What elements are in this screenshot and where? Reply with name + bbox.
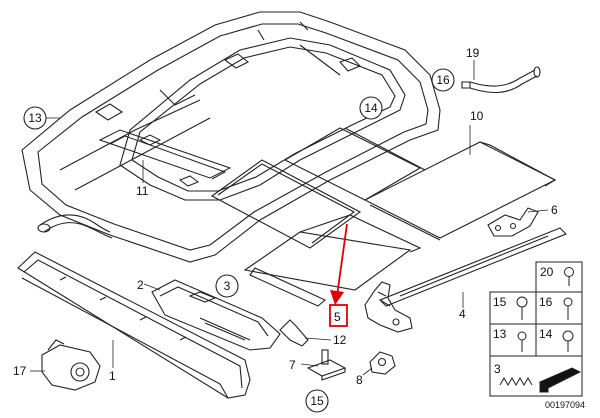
part-12 xyxy=(279,319,309,347)
callout-1: 1 xyxy=(109,369,116,383)
callout-15-circled: 15 xyxy=(310,394,324,408)
drain-hose xyxy=(37,214,113,239)
callout-2: 2 xyxy=(137,278,144,292)
deflector-1 xyxy=(17,251,251,399)
callout-8: 8 xyxy=(356,373,363,387)
leader-lines xyxy=(30,60,549,376)
callout-4: 4 xyxy=(459,307,466,321)
rail-11 xyxy=(98,129,232,187)
hardware-grid xyxy=(489,261,583,397)
mechanism-5 xyxy=(364,281,413,333)
panel-14 xyxy=(210,159,362,249)
part-8 xyxy=(369,351,396,375)
callouts: 10 6 4 5 2 12 7 8 1 17 11 19 13 14 16 3 … xyxy=(13,46,558,413)
panel-10 xyxy=(283,127,557,241)
hw-20: 20 xyxy=(540,265,554,279)
callout-17: 17 xyxy=(13,364,27,378)
callout-6: 6 xyxy=(551,203,558,217)
hw-13: 13 xyxy=(493,327,507,341)
roof-frame xyxy=(21,11,441,263)
callout-10: 10 xyxy=(470,109,484,123)
hw-14: 14 xyxy=(539,327,553,341)
hardware-grid-labels: 20 15 16 13 14 3 xyxy=(493,265,554,376)
bracket-assembly-2-3 xyxy=(151,279,281,351)
hw-16: 16 xyxy=(539,295,553,309)
motor-17 xyxy=(41,339,101,391)
callout-5: 5 xyxy=(334,310,341,324)
cable-4 xyxy=(379,227,567,307)
callout-3-circled: 3 xyxy=(224,279,231,293)
callout-12: 12 xyxy=(333,333,347,347)
highlight-box-5 xyxy=(329,304,348,327)
hose-19 xyxy=(461,66,541,93)
part-7 xyxy=(306,349,347,381)
callout-19: 19 xyxy=(466,46,480,60)
callout-16-circled: 16 xyxy=(436,73,450,87)
bracket-6 xyxy=(487,207,539,237)
callout-13-circled: 13 xyxy=(28,111,42,125)
highlight-arrow xyxy=(330,223,348,305)
callout-11: 11 xyxy=(136,184,149,198)
callout-7: 7 xyxy=(289,358,296,372)
hw-3: 3 xyxy=(494,362,501,376)
figure-number: 00197094 xyxy=(545,400,585,410)
roller-blind xyxy=(243,214,422,307)
hw-15: 15 xyxy=(493,295,507,309)
callout-14-circled: 14 xyxy=(364,101,378,115)
